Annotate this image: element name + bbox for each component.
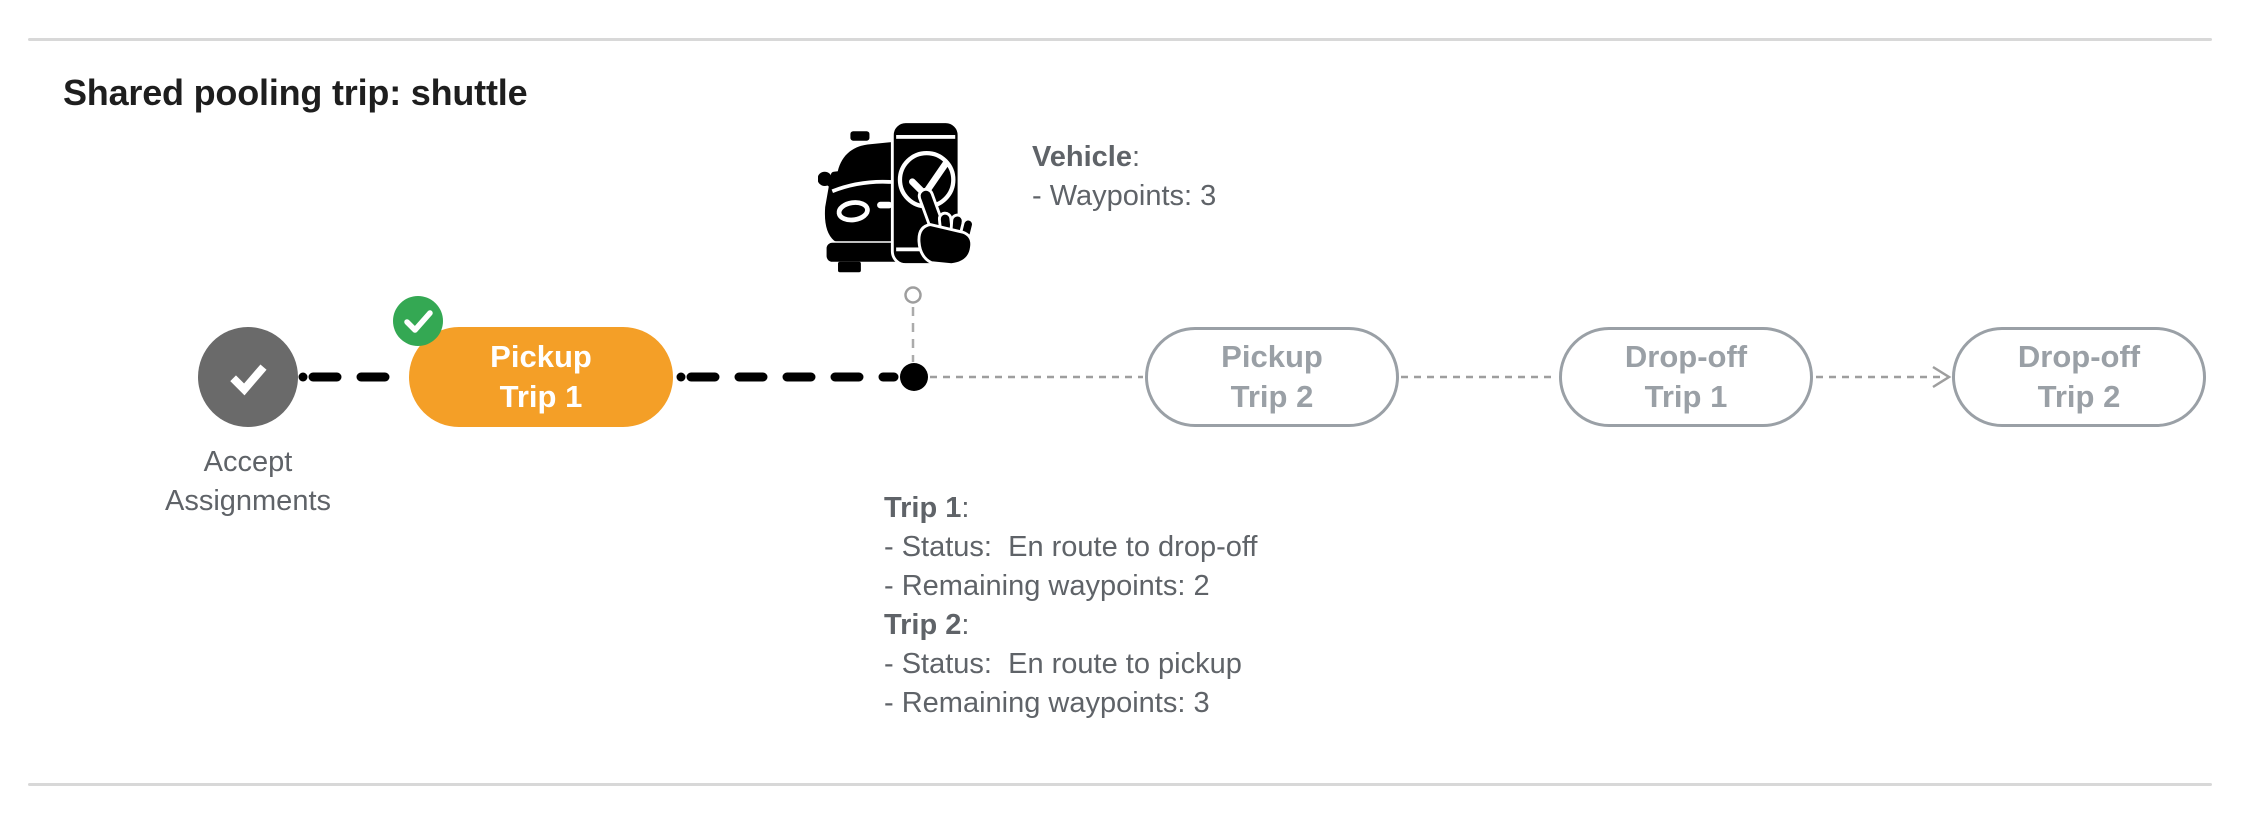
top-divider xyxy=(28,38,2212,41)
vehicle-marker-circle xyxy=(904,286,922,304)
vehicle-info: Vehicle: - Waypoints: 3 xyxy=(1032,138,1532,216)
page-title: Shared pooling trip: shuttle xyxy=(63,72,528,113)
trip1-heading: Trip 1: xyxy=(884,492,970,524)
vehicle-info-heading: Vehicle: xyxy=(1032,141,1141,173)
vehicle-waypoints-line: - Waypoints: 3 xyxy=(1032,180,1217,212)
trip2-waypoints-line: - Remaining waypoints: 3 xyxy=(884,687,1210,719)
node-pickup-trip-1: Pickup Trip 1 xyxy=(409,327,673,427)
node-accept-assignments xyxy=(198,327,298,427)
node-dropoff-trip-1: Drop-off Trip 1 xyxy=(1559,327,1813,427)
trip-info: Trip 1: - Status: En route to drop-off -… xyxy=(884,489,1584,723)
node-accept-assignments-label: Accept Assignments xyxy=(164,446,331,517)
completed-badge xyxy=(393,296,443,346)
dash-start-dot xyxy=(298,372,308,382)
autonomous-car-phone-check-icon xyxy=(817,118,980,274)
dash-start-dot xyxy=(676,372,686,382)
node-pickup-trip-2: Pickup Trip 2 xyxy=(1145,327,1399,427)
check-icon xyxy=(404,310,433,333)
arrowhead-icon xyxy=(1932,365,1952,389)
trip2-status-line: - Status: En route to pickup xyxy=(884,648,1242,680)
bottom-divider xyxy=(28,783,2212,786)
trip2-heading: Trip 2: xyxy=(884,609,970,641)
check-icon xyxy=(230,364,267,396)
trip1-waypoints-line: - Remaining waypoints: 2 xyxy=(884,570,1210,602)
node-dropoff-trip-2: Drop-off Trip 2 xyxy=(1952,327,2206,427)
trip1-status-line: - Status: En route to drop-off xyxy=(884,531,1258,563)
vehicle-position-dot xyxy=(900,363,928,391)
